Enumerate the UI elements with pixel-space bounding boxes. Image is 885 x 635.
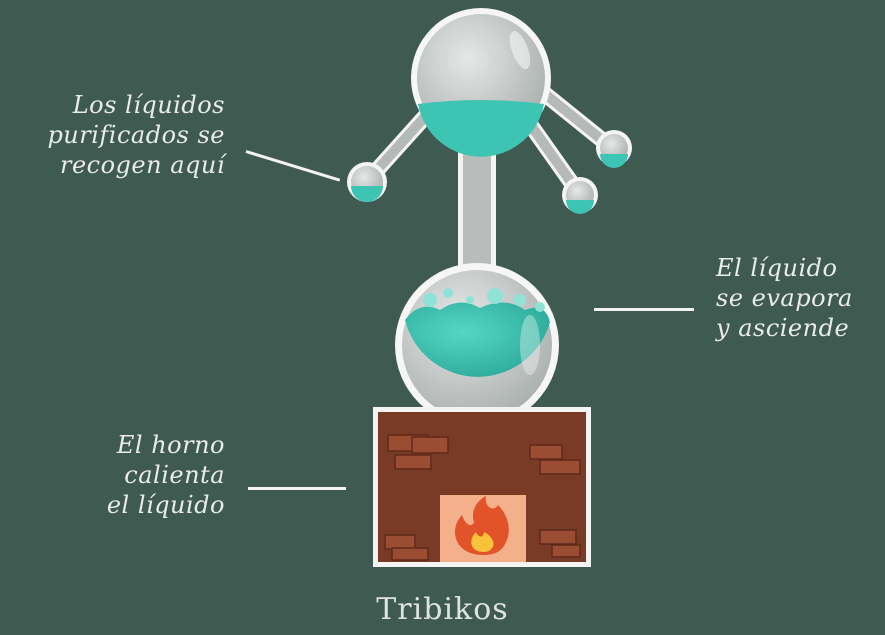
label-collect-line-1: Los líquidos <box>72 91 225 119</box>
label-evaporate: El líquido se evapora y asciende <box>716 253 876 343</box>
label-oven-line-3: el líquido <box>106 491 225 519</box>
label-collect-line-3: recogen aquí <box>59 151 225 179</box>
label-evaporate-line-3: y asciende <box>716 314 850 342</box>
boiling-flask <box>395 263 559 427</box>
label-oven-line-2: calienta <box>124 461 225 489</box>
leader-line-evaporate <box>594 308 694 311</box>
top-flask <box>411 8 551 157</box>
brand-title: Tribikos <box>376 592 509 627</box>
label-oven: El horno calienta el líquido <box>20 430 225 520</box>
fire-icon <box>455 496 509 555</box>
collection-flask-left <box>347 162 387 202</box>
label-collect-line-2: purificados se <box>47 121 225 149</box>
collection-flask-right <box>596 130 632 168</box>
label-evaporate-line-1: El líquido <box>716 254 838 282</box>
leader-line-oven <box>248 487 346 490</box>
label-oven-line-1: El horno <box>116 431 225 459</box>
brick-oven <box>373 407 591 567</box>
label-collect: Los líquidos purificados se recogen aquí <box>20 90 225 180</box>
label-evaporate-line-2: se evapora <box>716 284 853 312</box>
collection-flask-middle <box>562 177 598 214</box>
